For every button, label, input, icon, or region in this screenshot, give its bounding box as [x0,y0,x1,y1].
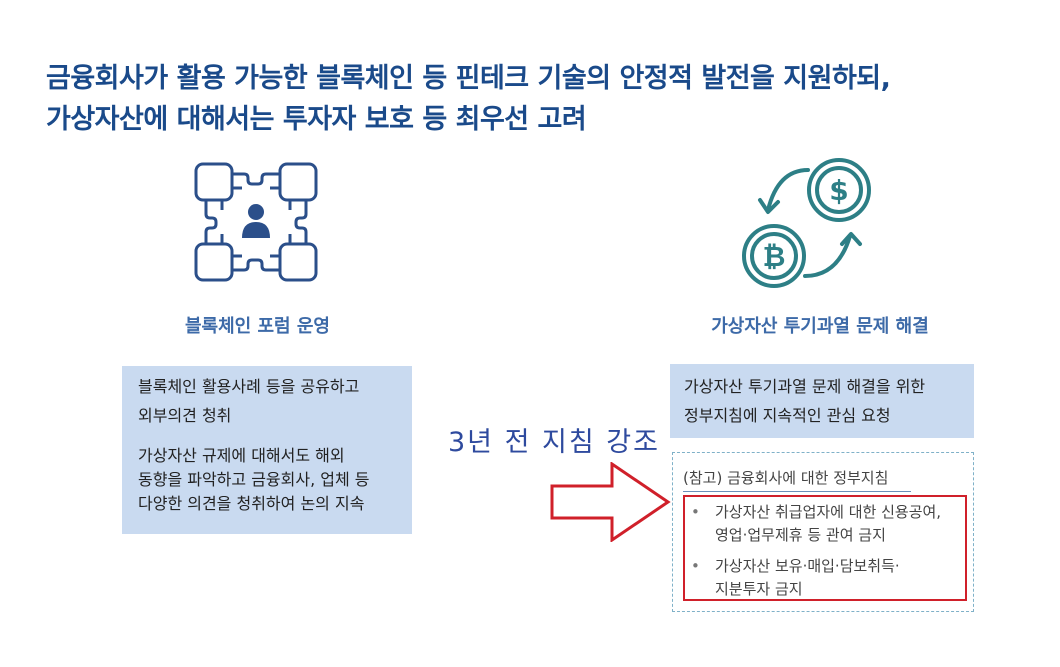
left-box-line-3: 가상자산 규제에 대해서도 해외 [138,446,345,465]
page-title: 금융회사가 활용 가능한 블록체인 등 핀테크 기술의 안정적 발전을 지원하되… [46,58,1046,140]
left-box-line-1: 블록체인 활용사례 등을 공유하고 [138,377,360,396]
reference-label: (참고) 금융회사에 대한 정부지침 [683,469,889,487]
blockchain-network-icon [192,158,322,288]
title-line-1: 금융회사가 활용 가능한 블록체인 등 핀테크 기술의 안정적 발전을 지원하되… [46,63,891,94]
left-box-line-2: 외부의견 청취 [138,406,232,425]
left-caption: 블록체인 포럼 운영 [184,316,330,337]
guideline-highlight-box: • 가상자산 취급업자에 대한 신용공여, 영업·업무제휴 등 관여 금지 • … [683,495,967,601]
guideline-2-line-1: 가상자산 보유·매입·담보취득· [715,557,900,575]
bullet-icon: • [691,557,700,575]
right-box-line-2: 정부지침에 지속적인 관심 요청 [684,406,891,425]
guideline-1-line-2: 영업·업무제휴 등 관여 금지 [715,526,886,544]
left-box-line-5: 다양한 의견을 청취하여 논의 지속 [138,494,365,513]
emphasis-text: 3년 전 지침 강조 [448,427,660,458]
bullet-icon: • [691,503,700,521]
guideline-item-2: • 가상자산 보유·매입·담보취득· 지분투자 금지 [691,555,961,601]
crypto-exchange-icon: $ ₿ [738,152,888,292]
right-caption: 가상자산 투기과열 문제 해결 [711,316,929,337]
left-info-box: 블록체인 활용사례 등을 공유하고 외부의견 청취 가상자산 규제에 대해서도 … [122,366,412,534]
guideline-1-line-1: 가상자산 취급업자에 대한 신용공여, [715,503,942,521]
left-box-line-4: 동향을 파악하고 금융회사, 업체 등 [138,470,370,489]
reference-underline [683,491,911,492]
reference-box: (참고) 금융회사에 대한 정부지침 • 가상자산 취급업자에 대한 신용공여,… [672,452,974,612]
guideline-2-line-2: 지분투자 금지 [715,580,803,598]
right-box-line-1: 가상자산 투기과열 문제 해결을 위한 [684,377,926,396]
svg-text:$: $ [829,174,848,207]
right-info-box: 가상자산 투기과열 문제 해결을 위한 정부지침에 지속적인 관심 요청 [670,364,974,438]
title-line-2: 가상자산에 대해서는 투자자 보호 등 최우선 고려 [46,104,587,135]
right-arrow-icon [550,461,672,543]
guideline-item-1: • 가상자산 취급업자에 대한 신용공여, 영업·업무제휴 등 관여 금지 [691,501,961,547]
svg-text:₿: ₿ [763,240,786,273]
